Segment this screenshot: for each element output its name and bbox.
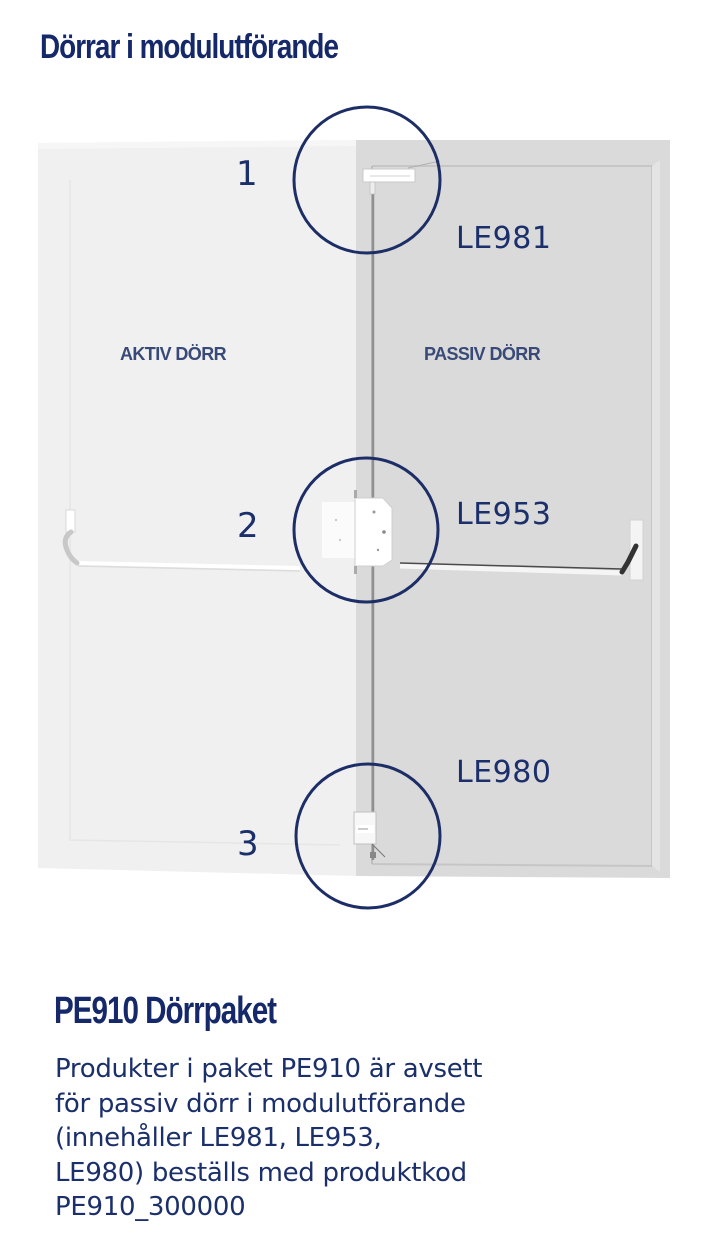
active-door-panel — [38, 140, 356, 876]
passive-door-label: PASSIV DÖRR — [424, 344, 541, 364]
package-description-line: Produkter i paket PE910 är avsett — [55, 1054, 483, 1084]
product-code-le980: LE980 — [456, 755, 552, 790]
lock-case-le953 — [322, 490, 393, 574]
callout-circle-2 — [292, 456, 440, 604]
callout-number-2: 2 — [237, 506, 259, 546]
active-door-label: AKTIV DÖRR — [120, 344, 227, 364]
callout-number-3: 3 — [237, 824, 259, 864]
active-push-bar — [62, 509, 301, 572]
product-code-le953: LE953 — [456, 497, 552, 532]
door-diagram: AKTIV DÖRR PASSIV DÖRR 1 LE981 2 LE953 3… — [38, 105, 670, 910]
page-title: Dörrar i modulutförande — [40, 28, 339, 66]
package-description-line: PE910_300000 — [55, 1192, 246, 1222]
bottom-bolt-le980 — [353, 811, 386, 858]
package-description-line: för passiv dörr i modulutförande — [55, 1088, 466, 1119]
passive-door-panel — [356, 140, 670, 878]
door-illustration — [38, 105, 670, 910]
package-description: Produkter i paket PE910 är avsett för pa… — [55, 1052, 575, 1225]
top-bolt-le981 — [362, 160, 441, 195]
passive-push-bar — [399, 519, 644, 581]
callout-number-1: 1 — [236, 154, 258, 194]
package-title: PE910 Dörrpaket — [54, 990, 277, 1032]
package-description-line: (innehåller LE981, LE953, — [55, 1123, 382, 1153]
callout-circle-3 — [294, 762, 442, 910]
product-code-le981: LE981 — [456, 221, 552, 256]
package-description-line: LE980) beställs med produktkod — [55, 1157, 467, 1188]
callout-circle-1 — [292, 105, 442, 255]
